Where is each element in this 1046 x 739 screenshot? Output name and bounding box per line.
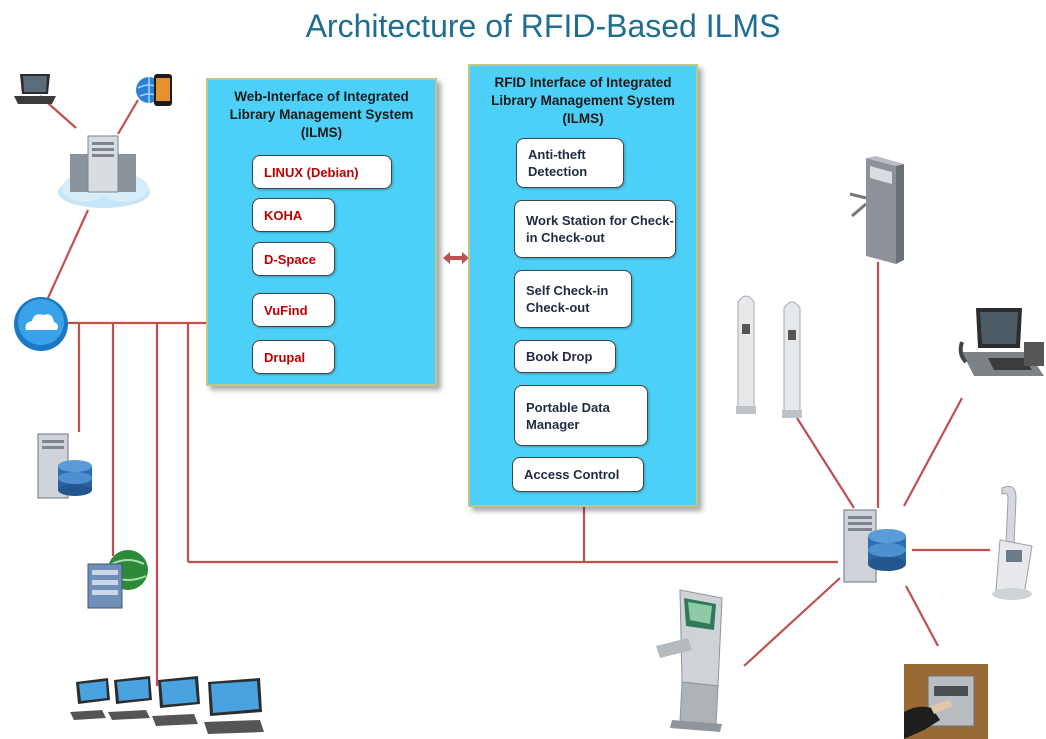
rfid-item-book-drop: Book Drop: [514, 340, 616, 373]
web-item-linux-debian: LINUX (Debian): [252, 155, 392, 189]
web-server-globe-icon: [87, 550, 148, 609]
rfid-item-workstation: Work Station for Check-in Check-out: [514, 200, 676, 258]
rfid-server-icon: [843, 509, 906, 583]
laptop-icon: [14, 74, 56, 104]
handheld-reader-icon: [992, 485, 1033, 600]
web-item-dspace: D-Space: [252, 242, 335, 276]
turnstile-gate-icon: [849, 156, 904, 264]
book-drop-slot-icon: [904, 664, 988, 739]
internet-cloud-icon: [14, 297, 68, 351]
security-gates-icon: [736, 295, 802, 418]
kiosk-icon: [656, 589, 723, 732]
diagram-title: Architecture of RFID-Based ILMS: [305, 8, 781, 44]
workstations-icon: [70, 676, 264, 734]
rfid-item-self-checkin: Self Check-in Check-out: [514, 270, 632, 328]
web-interface-panel: Web-Interface of Integrated Library Mana…: [206, 78, 437, 386]
web-item-drupal: Drupal: [252, 340, 335, 374]
bidirectional-arrow-icon: [443, 252, 469, 264]
web-item-koha: KOHA: [252, 198, 335, 232]
rfid-panel-title: RFID Interface of Integrated Library Man…: [491, 75, 675, 126]
rfid-item-anti-theft: Anti-theft Detection: [516, 138, 624, 188]
rfid-item-portable-data-manager: Portable Data Manager: [514, 385, 648, 446]
web-panel-title: Web-Interface of Integrated Library Mana…: [229, 89, 414, 140]
rfid-item-access-control: Access Control: [512, 457, 644, 492]
cloud-server-icon: [58, 135, 150, 208]
database-server-icon: [37, 433, 92, 499]
self-checkout-terminal-icon: [958, 308, 1044, 376]
smartphone-globe-icon: [136, 74, 172, 106]
web-item-vufind: VuFind: [252, 293, 335, 327]
